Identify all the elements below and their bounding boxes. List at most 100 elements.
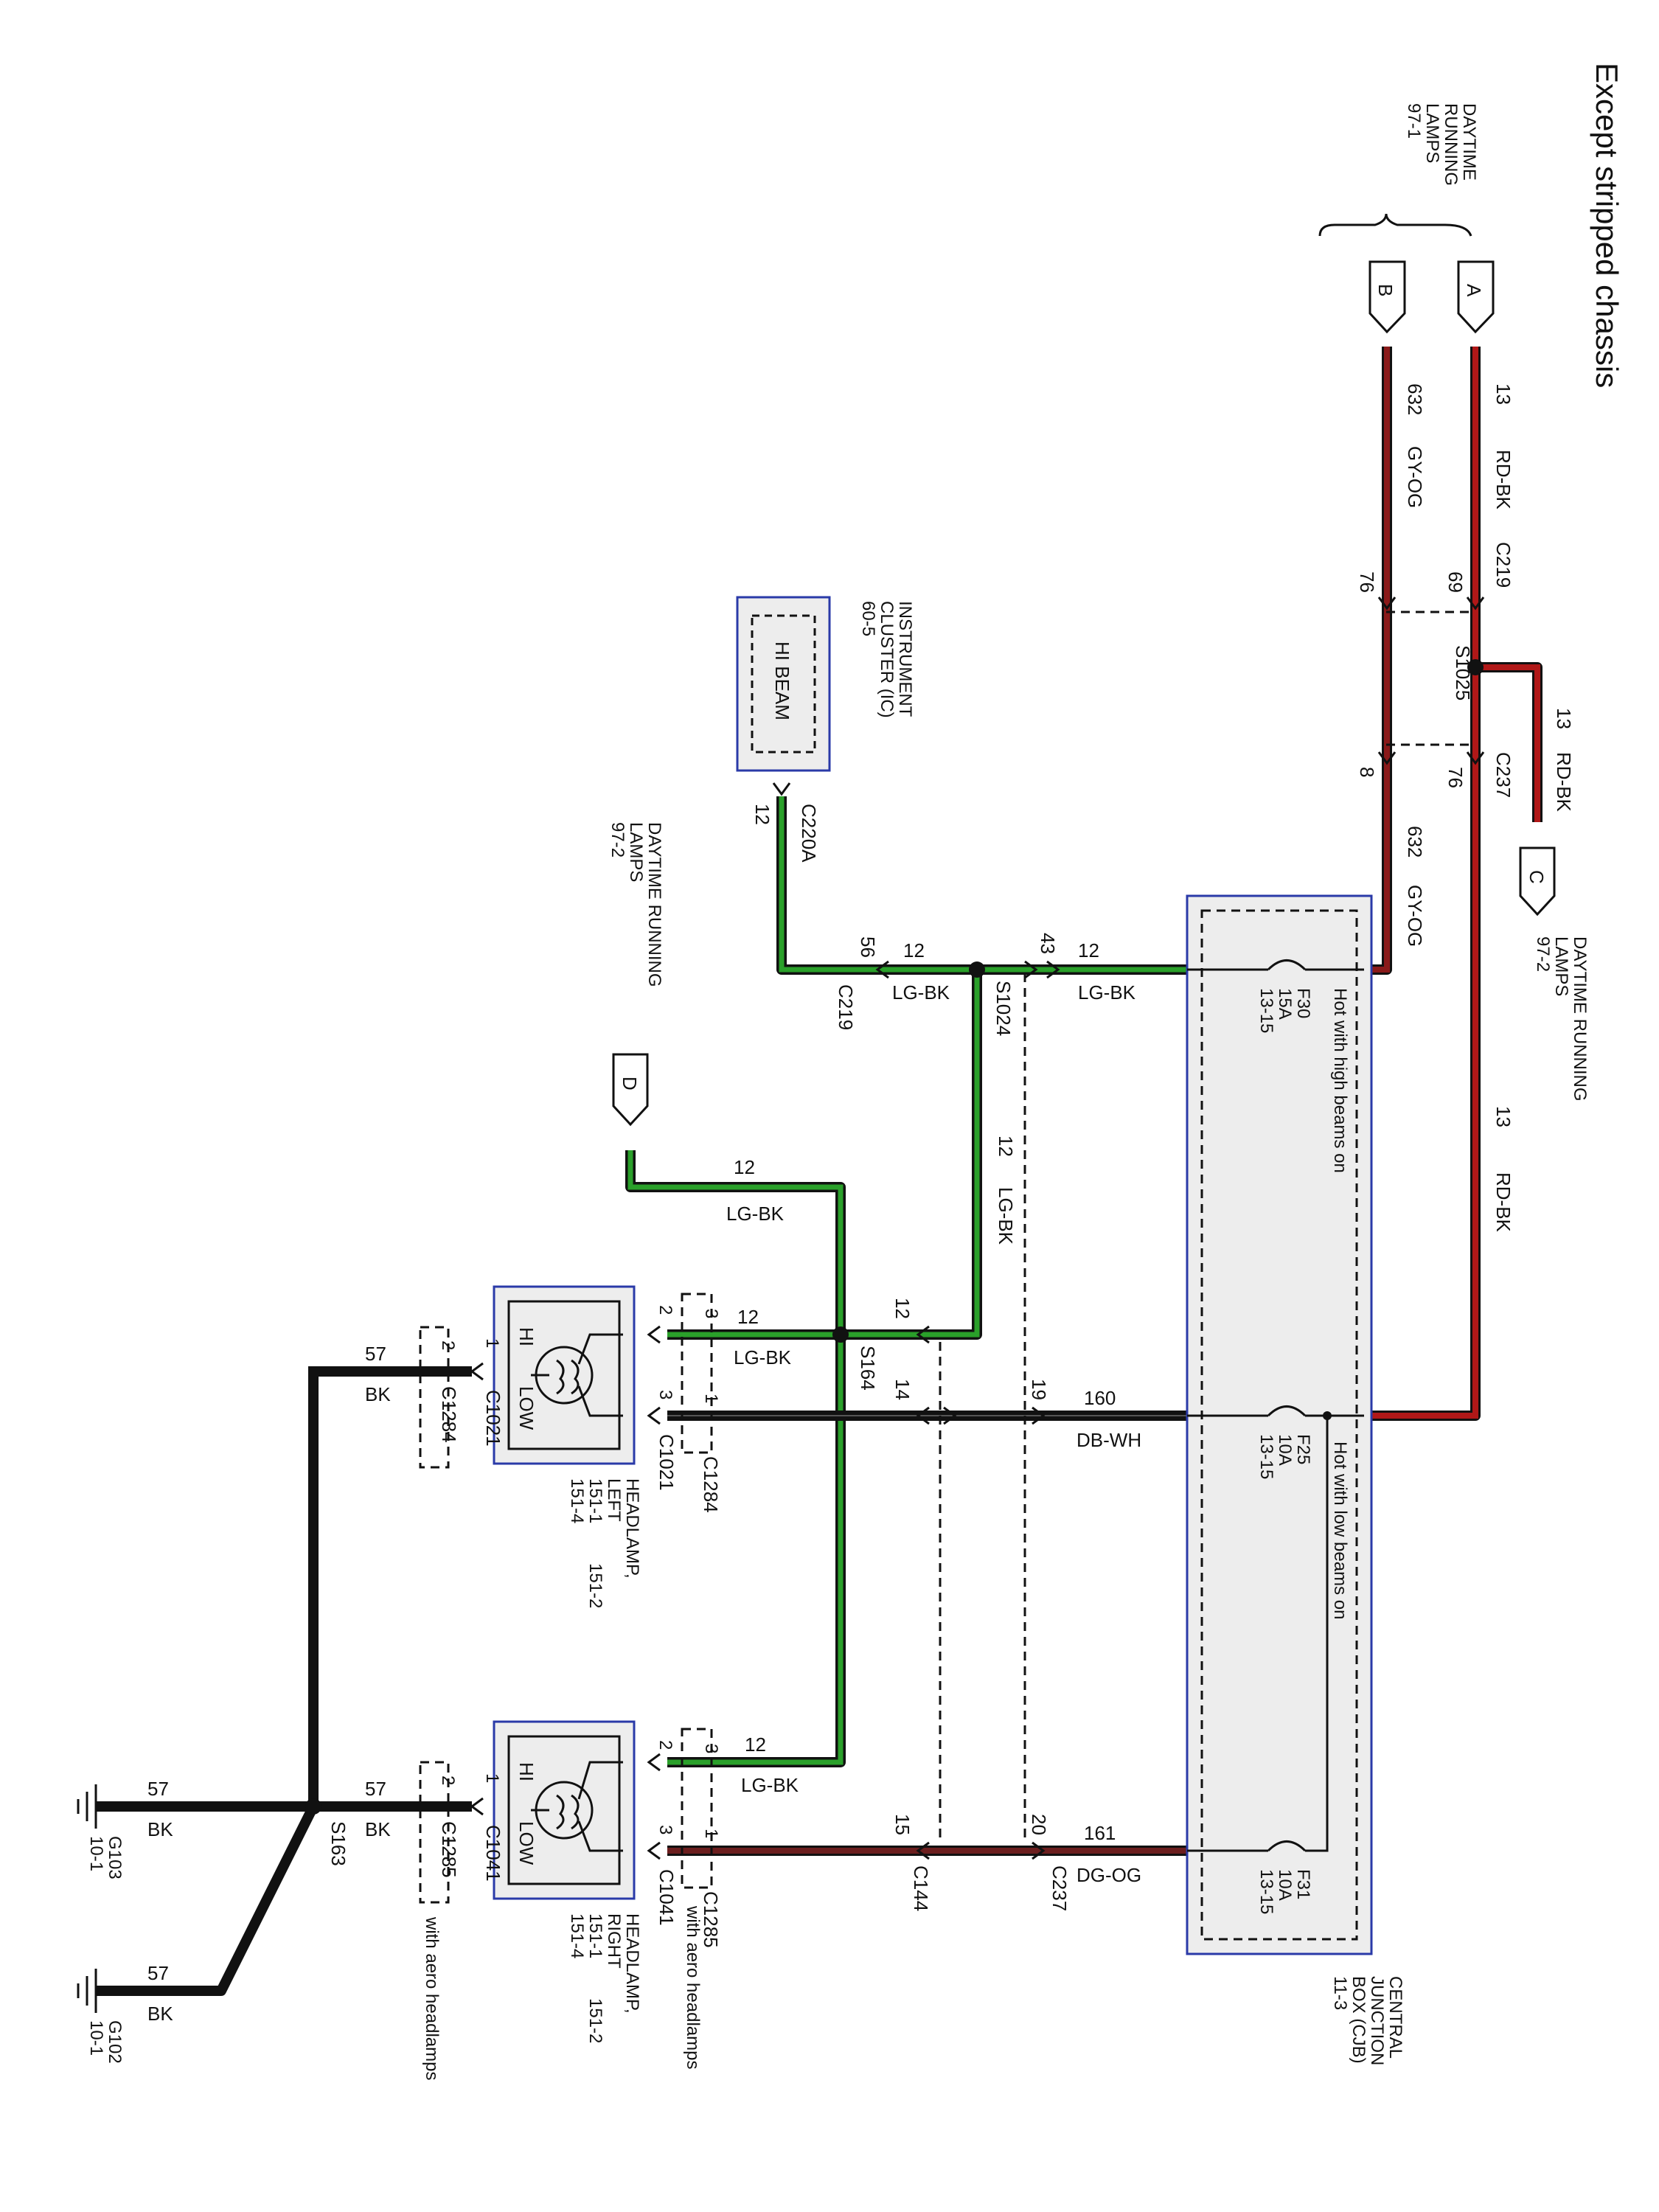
splice-s1024	[969, 961, 985, 978]
wire-label-lgbk-vert: LG-BK	[995, 1187, 1017, 1245]
svg-text:13-15: 13-15	[1256, 1869, 1276, 1914]
label-hot-low: Hot with low beams on	[1330, 1441, 1350, 1619]
pin-arrows-headlamps	[470, 1325, 661, 1860]
connector-flag-c: C	[1519, 846, 1556, 917]
wire-label-161: 161	[1084, 1822, 1116, 1844]
pin-3-hr: 3	[655, 1825, 675, 1834]
svg-text:HEADLAMP,: HEADLAMP,	[622, 1478, 642, 1579]
svg-text:151-2: 151-2	[585, 1998, 605, 2043]
svg-text:DAYTIME RUNNING: DAYTIME RUNNING	[644, 822, 664, 987]
wire-label-lgbk-a: LG-BK	[892, 981, 950, 1004]
svg-text:97-1: 97-1	[1404, 103, 1424, 139]
wire-label-13-top: 13	[1492, 383, 1514, 405]
pin-3-hl: 3	[655, 1390, 675, 1399]
pin-76-bottom: 76	[1444, 767, 1467, 788]
headlamp-left	[493, 1285, 636, 1465]
svg-text:DAYTIME RUNNING: DAYTIME RUNNING	[1570, 936, 1590, 1102]
svg-text:10-1: 10-1	[86, 2020, 106, 2056]
wire-label-lgbk-hl: LG-BK	[734, 1346, 792, 1368]
wire-rd-bk-13	[1364, 347, 1481, 1421]
label-low-left: LOW	[515, 1386, 538, 1430]
svg-text:97-2: 97-2	[608, 822, 627, 858]
pin-arrow-c220a	[772, 782, 791, 796]
connector-c219-c237-group	[1386, 611, 1475, 746]
fuse-f31-label: F31 10A 13-15	[1256, 1869, 1313, 1914]
pin-3-c1285: 3	[701, 1744, 721, 1753]
wire-label-57-d: 57	[147, 1962, 169, 1984]
splice-s163	[305, 1798, 321, 1815]
pin-2-c1284-left: 2	[438, 1340, 458, 1350]
label-c237-bottom: C237	[1048, 1865, 1071, 1911]
wire-label-632-top: 632	[1404, 383, 1426, 415]
pin-1-c1284: 1	[701, 1394, 721, 1403]
label-g102: G102 10-1	[86, 2020, 125, 2064]
label-c1284-right: C1284	[700, 1456, 722, 1513]
svg-text:CENTRAL: CENTRAL	[1385, 1976, 1405, 2059]
pin-2-c1285-left: 2	[438, 1775, 458, 1785]
svg-text:LAMPS: LAMPS	[1551, 936, 1571, 996]
pin-56: 56	[857, 936, 879, 958]
svg-text:RIGHT: RIGHT	[604, 1913, 624, 1969]
pin-14: 14	[891, 1379, 914, 1400]
pin-15: 15	[891, 1814, 914, 1835]
label-c1285-left: C1285	[438, 1821, 460, 1878]
splice-s164	[832, 1326, 849, 1343]
central-junction-box	[1186, 894, 1373, 1955]
wire-label-13-long: 13	[1492, 1106, 1514, 1127]
connector-c1284-left	[419, 1326, 450, 1469]
label-c237-top: C237	[1492, 752, 1514, 798]
label-aero-right: with aero headlamps	[683, 1905, 703, 2069]
label-headlamp-left: HEADLAMP, LEFT 151-1 151-4 151-2	[567, 1478, 642, 1608]
pin-19: 19	[1028, 1379, 1050, 1400]
wire-label-bk-a: BK	[365, 1383, 391, 1405]
wire-label-dbwh: DB-WH	[1077, 1429, 1141, 1451]
pin-12-s164: 12	[891, 1298, 914, 1319]
svg-text:G103: G103	[105, 1836, 125, 1879]
pin-76-top: 76	[1356, 571, 1378, 593]
fuse-f31	[1267, 1840, 1307, 1852]
label-g103: G103 10-1	[86, 1836, 125, 1879]
svg-text:151-1: 151-1	[585, 1913, 605, 1958]
pin-1-hr-gnd: 1	[482, 1773, 502, 1783]
pin-1-c1285: 1	[701, 1829, 721, 1838]
wire-label-632-mid: 632	[1404, 826, 1426, 858]
svg-text:F25: F25	[1293, 1434, 1313, 1464]
pin-arrows-c144-c237	[916, 1325, 1046, 1860]
label-ic: INSTRUMENT CLUSTER (IC) 60-5	[858, 601, 915, 718]
wire-label-rdbk-branch: RD-BK	[1553, 752, 1575, 813]
label-c144: C144	[910, 1865, 932, 1911]
svg-text:HEADLAMP,: HEADLAMP,	[622, 1913, 642, 2014]
cjb-bus-node	[1323, 1411, 1332, 1420]
wire-label-57-a: 57	[365, 1343, 386, 1365]
fuse-f25	[1267, 1405, 1307, 1417]
label-hi-left: HI	[515, 1327, 538, 1346]
connector-flag-a: A	[1457, 260, 1495, 334]
wire-bk-57	[96, 1366, 472, 1996]
svg-text:F31: F31	[1293, 1869, 1313, 1899]
wire-label-gyog-top: GY-OG	[1404, 446, 1426, 508]
svg-text:151-1: 151-1	[585, 1478, 605, 1523]
label-c1284-left: C1284	[438, 1386, 460, 1443]
wire-label-12-d: 12	[734, 1156, 755, 1178]
label-s1024: S1024	[992, 981, 1015, 1036]
pin-arrows-c219-mid	[875, 960, 1060, 979]
wire-label-13-branch: 13	[1553, 708, 1575, 729]
svg-text:INSTRUMENT: INSTRUMENT	[895, 601, 915, 717]
wire-label-12-hl: 12	[737, 1306, 759, 1328]
pin-2-hr: 2	[655, 1740, 675, 1750]
svg-text:10A: 10A	[1275, 1869, 1295, 1901]
connector-c1285-right	[681, 1728, 713, 1889]
label-s1025: S1025	[1452, 645, 1474, 700]
label-cjb: CENTRAL JUNCTION BOX (CJB) 11-3	[1330, 1976, 1405, 2065]
svg-text:JUNCTION: JUNCTION	[1367, 1976, 1387, 2065]
label-aero-left: with aero headlamps	[422, 1916, 442, 2080]
label-hot-high: Hot with high beams on	[1330, 988, 1350, 1173]
pin-20: 20	[1028, 1814, 1050, 1835]
svg-text:10-1: 10-1	[86, 1836, 106, 1871]
label-low-right: LOW	[515, 1821, 538, 1865]
wire-label-12-hr: 12	[745, 1733, 766, 1756]
wire-label-rdbk-long: RD-BK	[1492, 1172, 1514, 1233]
label-c1021-left: C1021	[482, 1390, 504, 1447]
svg-text:60-5: 60-5	[858, 601, 878, 636]
